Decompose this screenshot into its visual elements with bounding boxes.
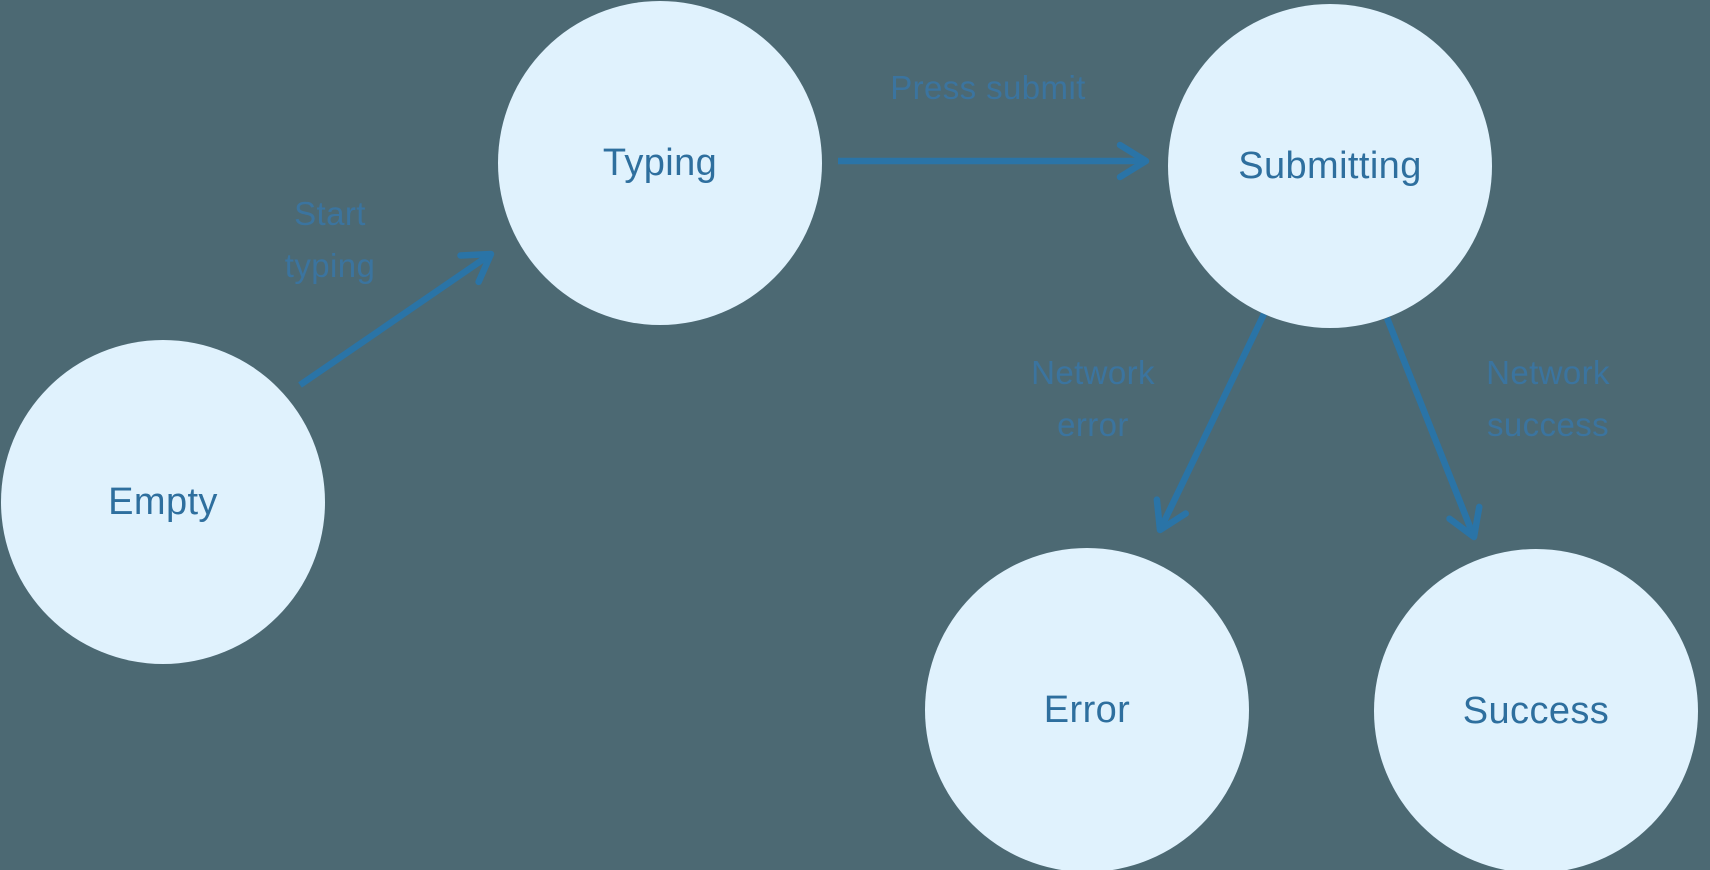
state-label-typing: Typing — [602, 141, 718, 184]
state-label-submitting: Submitting — [1238, 144, 1422, 187]
edge-label-line: Network — [1031, 354, 1155, 391]
state-node-submitting: Submitting — [1168, 4, 1492, 328]
edge-label-line: Press submit — [890, 69, 1086, 106]
arrow-network-error — [1153, 312, 1267, 534]
edge-label-line: Start — [294, 195, 366, 232]
edge-label-network-success: Network success — [1486, 347, 1610, 451]
state-node-error: Error — [925, 548, 1249, 870]
state-node-typing: Typing — [498, 1, 822, 325]
edge-label-line: typing — [284, 247, 376, 284]
edge-label-start-typing: Start typing — [285, 188, 375, 292]
edge-label-press-submit: Press submit — [890, 62, 1086, 114]
edge-label-line: error — [1057, 406, 1129, 443]
state-node-success: Success — [1374, 549, 1698, 870]
edge-label-network-error: Network error — [1031, 347, 1155, 451]
state-label-error: Error — [1043, 688, 1131, 731]
state-label-empty: Empty — [108, 480, 218, 523]
edge-label-line: success — [1486, 406, 1610, 443]
state-node-empty: Empty — [1, 340, 325, 664]
arrow-network-success — [1383, 316, 1483, 541]
state-label-success: Success — [1462, 689, 1610, 732]
edge-label-line: Network — [1486, 354, 1610, 391]
